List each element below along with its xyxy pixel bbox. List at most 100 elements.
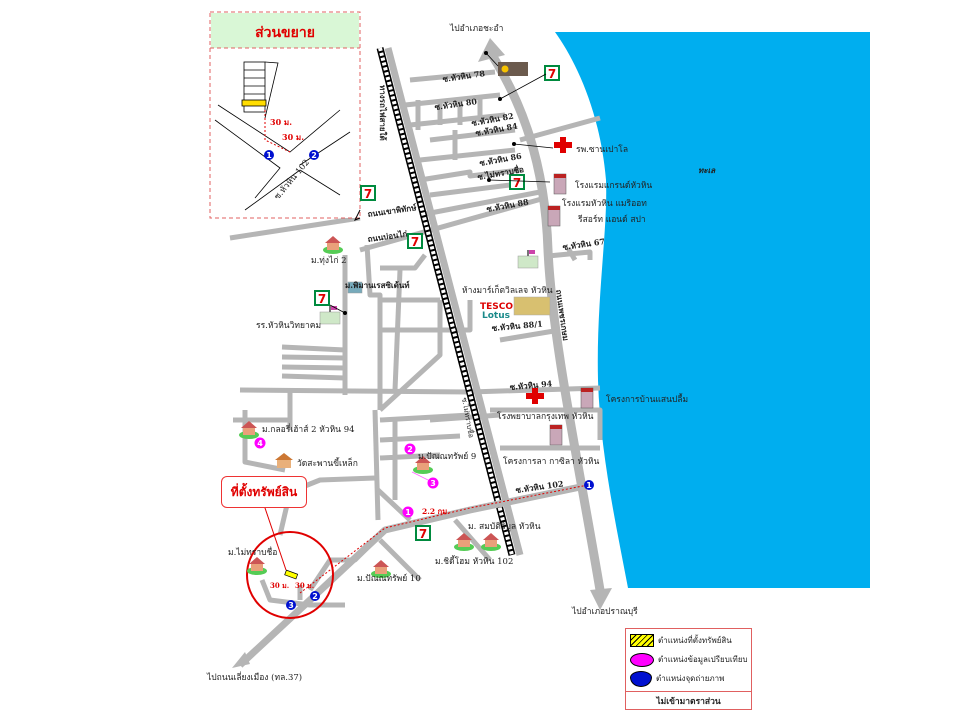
label-bangkok-hospital: โรงพยาบาลกรุงเทพ หัวหิน [497,411,594,422]
house-icon [481,533,501,551]
house-icon [323,236,343,254]
site-distance-1: 30 ม. [270,581,289,590]
distance-route [299,484,589,594]
label-to-pranburi: ไปอำเภอปราณบุรี [571,606,638,617]
photo-point-3: 3 [286,600,296,610]
label-soi88-1: ซ.หัวหิน 88/1 [491,319,543,333]
svg-text:1: 1 [586,481,592,490]
hospital-cross-icon [554,137,572,153]
house-icon [371,560,391,578]
seven-eleven-icon: 7 [314,290,330,306]
comparable-marker-3: 3 [427,477,439,489]
svg-text:2: 2 [311,151,317,160]
building-icons: TESCO Lotus [319,62,551,325]
hatched-yellow-icon [630,634,654,647]
seven-eleven-icon: 7 [407,233,423,249]
label-school: รร.หัวหินวิทยาคม [256,321,321,331]
house-icon [454,533,474,551]
sea-label: ทะเล [698,165,716,175]
svg-text:1: 1 [405,508,411,517]
property-circle [246,531,334,619]
leader-lines [329,52,554,314]
label-la-casita: โครงการลา กาซิลา หัวหิน [503,456,599,467]
label-tung-kai: ม.ทุ่งไก่ 2 [311,255,347,266]
house-icon [413,456,433,474]
svg-text:1: 1 [266,151,272,160]
inset-distance-1: 30 ม. [270,117,292,127]
svg-text:7: 7 [411,235,419,249]
label-soi78: ซ.หัวหิน 78 [442,68,486,84]
svg-text:4: 4 [257,439,263,448]
hospital-cross-icon [526,388,544,404]
comparable-marker-1: 1 [402,506,414,518]
railway-label: ทางรถไฟสายใต้ [378,85,388,141]
hotel-icon [580,387,594,409]
temple-icon [275,453,293,468]
property-marker [284,569,299,580]
label-unknown-village: ม.ไม่ทราบชื่อ [228,546,277,558]
svg-text:7: 7 [419,527,427,541]
railway-side-road [384,47,524,556]
tesco-logo: TESCO [480,302,513,312]
hotel-icons [547,173,594,446]
railway [376,47,516,556]
label-sanpaulo: รพ.ซานเปาโล [576,144,628,155]
label-market-village: ห้างมาร์เก็ตวิลเลจ หัวหิน [462,284,553,296]
svg-text:7: 7 [364,187,372,201]
photo-point-2: 2 [310,591,320,601]
site-distance-2: 30 ม. [295,581,314,590]
hotel-icon [549,424,563,446]
house-icon [247,557,267,575]
label-to-bypass: ไปถนนเลี่ยงเมือง (ทล.37) [206,671,302,683]
house-icons [239,236,501,578]
label-glory-house: ม.กลอรี่เฮ้าส์ 2 หัวหิน 94 [262,423,355,435]
krungsri-logo [498,62,528,76]
label-sombat: ม. สมบัติวิบูล หัวหิน [468,522,541,532]
label-soi80: ซ.หัวหิน 80 [434,96,478,112]
label-marriott-2: รีสอร์ท แอนด์ สปา [578,214,646,225]
legend-item-property: ตำแหน่งที่ตั้งทรัพย์สิน [626,631,751,650]
label-soi94: ซ.หัวหิน 94 [509,378,553,392]
location-dots [343,51,516,315]
school-icon [319,306,341,325]
hospital-icons [526,137,572,404]
label-khao-phithak: ถนนเขาพิทักษ์ [367,202,418,219]
photo-point-1: 1 [584,480,594,490]
legend-label-property: ตำแหน่งที่ตั้งทรัพย์สิน [658,636,732,645]
property-location-callout: ที่ตั้งทรัพย์สิน [221,476,307,508]
blue-marker-icon [630,670,652,687]
comparable-marker-4: 4 [254,437,266,449]
inset-distance-2: 30 ม. [282,132,304,142]
svg-text:2: 2 [407,445,413,454]
seven-eleven-icon: 7 [509,174,525,190]
svg-text:3: 3 [288,601,294,610]
comparable-markers: 1 2 3 4 [254,437,439,518]
label-pannasap10: ม.ปัณณทรัพย์ 10 [357,573,421,584]
photo-point-markers: 1 2 3 [286,480,594,610]
seven-eleven-icon: 7 [544,65,560,81]
inset-title: ส่วนขยาย [255,25,315,41]
label-to-chaam: ไปอำเภอชะอำ [449,23,503,34]
label-chic-home: ม.ชิดี้โฮม หัวหิน 102 [435,555,513,567]
soi-102-road [237,481,591,668]
label-pannasap9: ม.ปัณณทรัพย์ 9 [418,451,476,462]
pink-ellipse-icon [630,652,654,667]
label-wat: วัดสะพานขี้เหล็ก [297,457,358,469]
sea [555,32,870,588]
label-saen-pluem: โครงการบ้านแสนปลื้ม [606,393,688,405]
svg-text:7: 7 [548,67,556,81]
legend-label-comparable: ตำแหน่งข้อมูลเปรียบเทียบ [658,655,748,664]
seven-eleven-icon: 7 [415,525,431,541]
inset-pointer [353,209,361,221]
label-soi67: ซ.หัวหิน 67 [562,236,606,252]
arrow-south-icon [590,588,612,610]
seven-eleven-icons: 7 7 7 7 7 7 [314,65,560,541]
inset-enlargement: ส่วนขยาย 30 ม. 30 ม. 1 2 ซ.หัวหิน 102 [209,11,361,219]
hotel-icon [553,173,567,195]
svg-text:2: 2 [312,592,318,601]
svg-text:7: 7 [318,292,326,306]
lotus-logo: Lotus [482,311,510,321]
legend-label-photo: ตำแหน่งจุดถ่ายภาพ [656,674,725,683]
